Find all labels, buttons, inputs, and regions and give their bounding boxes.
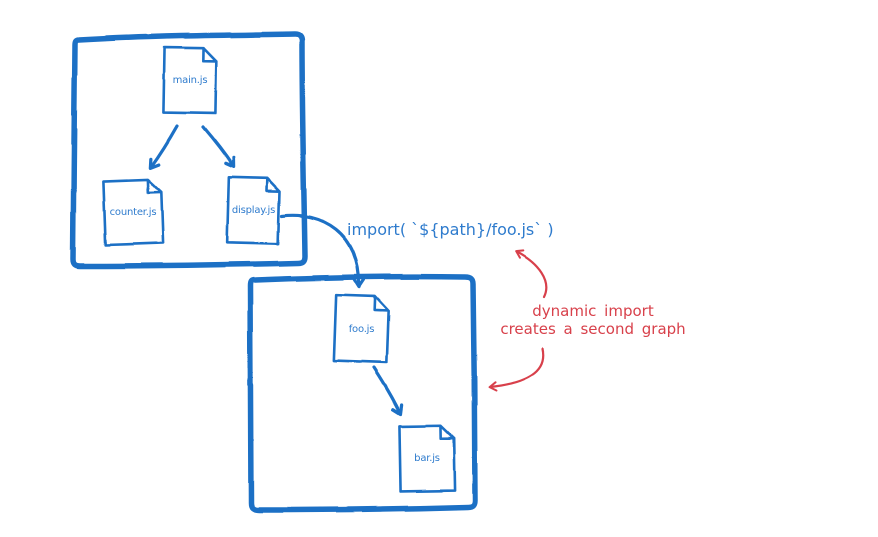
annotation-line-2: creates a second graph <box>500 320 686 338</box>
annotation-line-1: dynamic import <box>532 302 654 320</box>
graph1-box <box>70 31 308 269</box>
file-icon-main-js <box>162 46 218 115</box>
import-call-label: import( `${path}/foo.js` ) <box>347 220 554 239</box>
annotation-arrow-to-import-call <box>515 249 548 299</box>
arrow-foo-to-bar <box>372 366 404 416</box>
file-icon-display-js <box>225 176 281 245</box>
annotation-arrow-to-graph2-box <box>488 347 544 392</box>
arrow-main-to-display <box>201 125 236 169</box>
file-icon-bar-js <box>398 424 456 493</box>
file-icon-counter-js <box>101 178 165 247</box>
annotation-text: dynamic import creates a second graph <box>478 302 708 338</box>
file-icon-foo-js <box>332 293 390 365</box>
arrow-display-to-foo <box>280 213 366 289</box>
graph2-box <box>247 273 478 513</box>
arrow-main-to-counter <box>148 124 179 170</box>
